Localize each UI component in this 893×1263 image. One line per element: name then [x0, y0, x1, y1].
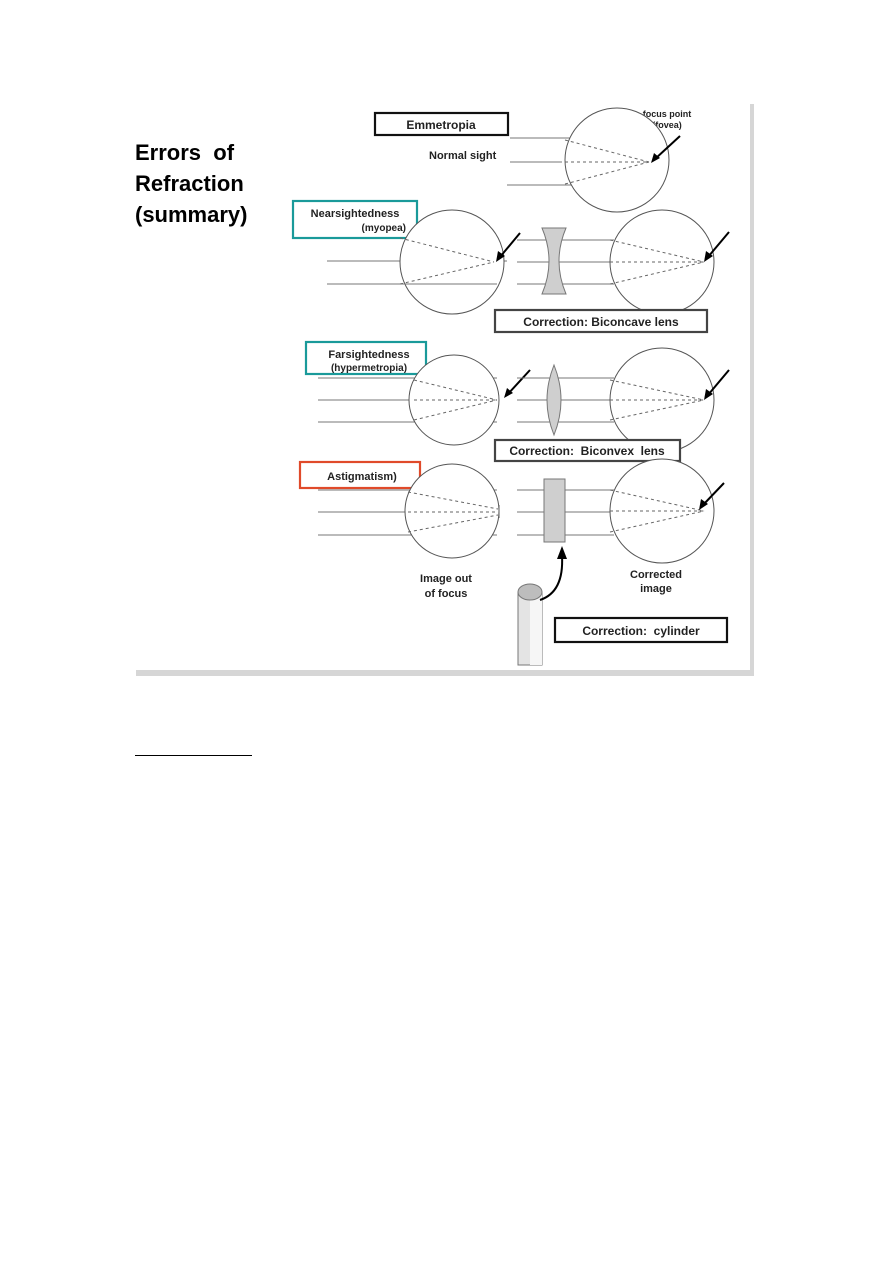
cylinder-icon — [517, 583, 543, 666]
heading-underline — [135, 755, 252, 756]
image-out-label: Image out — [420, 573, 472, 585]
hypermetropia-section: Farsightedness (hypermetropia) Correctio… — [304, 340, 730, 463]
myopia-label: Nearsightedness — [311, 208, 400, 220]
fovea-label: (fovea) — [652, 120, 682, 130]
focus-point-label: focus point — [643, 109, 692, 119]
emmetropia-label: Emmetropia — [406, 118, 476, 132]
emmetropia-section: Emmetropia Normal sight focus point (fov… — [373, 107, 692, 213]
hypermetropia-correction-label: Correction: Biconvex lens — [509, 444, 665, 458]
biconvex-lens-icon — [546, 363, 562, 437]
astigmatism-box — [298, 460, 422, 490]
title-line-3: (summary) — [135, 202, 247, 227]
astigmatism-section: Astigmatism) Image out of focus Correcte… — [298, 458, 729, 666]
corrected-label: Corrected — [630, 569, 682, 581]
title-line-2: Refraction — [135, 171, 244, 196]
normal-sight-label: Normal sight — [429, 150, 497, 162]
myopia-section: Nearsightedness (myopea) Correction: Bic… — [291, 199, 730, 334]
hypermetropia-sublabel: (hypermetropia) — [331, 363, 407, 374]
emmetropia-eye — [564, 107, 670, 213]
astigmatism-label: Astigmatism) — [327, 471, 397, 483]
hypermetropia-arrow-icon — [504, 369, 531, 398]
image-label: image — [640, 583, 672, 595]
myopia-arrow-icon — [496, 232, 521, 262]
curved-arrow-icon — [539, 546, 567, 601]
astigmatism-corrected-eye — [609, 458, 715, 564]
astigmatism-eye — [404, 463, 500, 559]
hypermetropia-eye — [408, 354, 500, 446]
myopia-box — [291, 199, 419, 240]
myopia-correction-label: Correction: Biconcave lens — [523, 315, 679, 329]
hypermetropia-corrected-arrow-icon — [704, 369, 730, 400]
title-line-1: Errors of — [135, 140, 235, 165]
refraction-figure: Errors of Refraction (summary) Emmetropi… — [132, 100, 756, 678]
biconcave-lens-icon — [541, 227, 567, 295]
myopia-corrected-arrow-icon — [704, 231, 730, 262]
of-focus-label: of focus — [425, 588, 468, 600]
hypermetropia-label: Farsightedness — [328, 349, 409, 361]
cylinder-lens-icon — [543, 478, 566, 543]
hypermetropia-corrected-eye — [609, 347, 715, 453]
myopia-sublabel: (myopea) — [362, 223, 406, 234]
cylinder-correction-label: Correction: cylinder — [582, 624, 700, 638]
cylinder-correction-box — [553, 616, 729, 644]
astigmatism-corrected-arrow-icon — [699, 482, 725, 510]
hypermetropia-correction-box — [493, 438, 682, 463]
myopia-eye — [399, 209, 505, 315]
myopia-correction-box — [493, 308, 709, 334]
emmetropia-box — [373, 111, 510, 137]
diagram-title: Errors of Refraction (summary) — [135, 140, 247, 227]
myopia-corrected-eye — [609, 209, 715, 315]
focus-arrow-icon — [651, 135, 681, 163]
hypermetropia-box — [304, 340, 428, 376]
